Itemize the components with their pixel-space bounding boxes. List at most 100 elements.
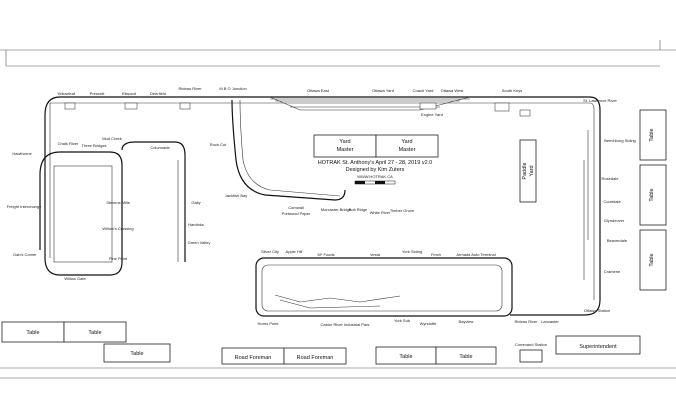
table-bottom-left-2[interactable] (63, 321, 127, 343)
label-rosedale: Rosedale (602, 176, 620, 181)
label-freight-interchange: Freight Interchange (7, 204, 42, 209)
left-peninsula-outline (53, 165, 113, 263)
label-beechburg-siding: Beechburg Siding (604, 138, 636, 143)
label-hawthorne: Hawthorne (12, 151, 32, 156)
label-coach-yard: Coach Yard (413, 88, 434, 93)
label-morcaster-bridge: Morcaster Bridge (321, 207, 352, 212)
label-pine-point: Pine Point (109, 256, 128, 261)
superintendent-box[interactable] (555, 335, 641, 355)
label-rideau-river: Rideau River (178, 86, 202, 91)
command-station-box[interactable] (519, 349, 543, 363)
inner-loop-inner (261, 264, 503, 312)
top-structures (64, 102, 531, 117)
label-rideau-river-2: Rideau River (514, 319, 538, 324)
label-horns-point: Horns Point (258, 321, 280, 326)
label-vesta: Vesta (370, 252, 381, 257)
table-bottom-mid-2-label: Table (459, 354, 472, 360)
paddle-yard-line1: Paddle (522, 162, 528, 179)
table-right-3[interactable] (639, 229, 667, 291)
label-ottawa-station: Ottawa Station (584, 308, 610, 313)
label-three-bridges: Three Bridges (81, 143, 106, 148)
table-right-1[interactable] (639, 109, 667, 161)
label-south-keys: South Keys (502, 88, 522, 93)
road-foreman-1-label: Road Foreman (235, 355, 272, 361)
table-bottom-left-1-label: Table (26, 330, 39, 336)
label-courtdale: Courtdale (603, 199, 621, 204)
label-colonnade: Colonnade (150, 145, 170, 150)
label-armada-auto-terminal: Armada Auto Terminal (456, 252, 495, 257)
right-sidings (583, 130, 589, 280)
label-st-lawrence-river: St. Lawrence River (583, 98, 617, 103)
label-ottawa-east: Ottawa East (307, 88, 330, 93)
road-foreman-2-label: Road Foreman (297, 355, 334, 361)
label-hardinks: Hardinks (188, 222, 204, 227)
label-cramerie: Cramerie (604, 269, 621, 274)
label-galty: Galty (191, 200, 200, 205)
label-beaverdale: Beaverdale (607, 238, 628, 243)
jackfish-track-2 (239, 99, 341, 197)
paddle-yard-line2: Yard (529, 165, 535, 176)
table-right-2[interactable] (639, 164, 667, 226)
label-prescott: Prescott (90, 91, 106, 96)
table-bottom-mid-2[interactable] (435, 346, 497, 365)
title-line2: Designed by Kim Zuters (346, 167, 405, 173)
label-green-valley: Green Valley (188, 240, 211, 245)
label-rock-cut: Rock Cut (210, 142, 227, 147)
inner-loop-track (255, 257, 513, 317)
paddle-yard-box (519, 139, 537, 203)
road-foreman-2[interactable] (283, 347, 347, 365)
title-line1: HOTRAK St. Anthony's April 27 - 28, 2019… (318, 160, 432, 166)
label-cornwall: Cornwall (288, 205, 304, 210)
table-right-3-label: Table (649, 253, 655, 266)
label-stevens-mills: Stevens Mills (106, 200, 130, 205)
label-yellowleaf: Yellowleaf (57, 91, 76, 96)
label-m-foods: M* Foods (317, 252, 334, 257)
main-line-track (44, 96, 601, 316)
yard-master-right-box (375, 134, 439, 158)
inner-yard (274, 294, 401, 309)
label-ottawa-yard: Ottawa Yard (372, 88, 394, 93)
label-portwood-paper: Portwood Paper (282, 211, 311, 216)
label-castor-river-industrial-park: Castor River Industrial Park (321, 322, 370, 327)
label-mbo-junction: M B O Junction (219, 86, 246, 91)
label-york-sub: York Sub (394, 318, 411, 323)
label-lancaster: Lancaster (541, 319, 559, 324)
yard-master-left-line2: Master (337, 147, 354, 153)
label-white-river: White River (370, 210, 391, 215)
label-bayview: Bayview (459, 319, 474, 324)
superintendent-label: Superintendent (579, 344, 617, 350)
command-station-label: Command Station (515, 342, 547, 347)
label-finch: Finch (431, 252, 441, 257)
table-right-2-label: Table (649, 188, 655, 201)
label-willows-crossing: Willow's Crossing (102, 226, 133, 231)
label-silver-city: Silver City (261, 249, 279, 254)
label-willow-gate: Willow Gate (64, 276, 86, 281)
main-line-inner (49, 102, 595, 300)
label-apple-hill: Apple Hill (286, 249, 303, 254)
table-bottom-left-2-label: Table (88, 330, 101, 336)
label-timber-grove: Timber Grove (390, 208, 415, 213)
jackfish-track (231, 99, 346, 201)
label-chalk-river: Chalk River (58, 141, 79, 146)
label-glyndeover: Glyndeover (604, 218, 625, 223)
left-peninsula-track (39, 151, 61, 250)
table-bottom-mid-1-label: Table (399, 354, 412, 360)
yard-master-right-line1: Yard (401, 139, 412, 145)
scale-bar (354, 180, 396, 185)
label-ottawa-west: Ottawa West (441, 88, 465, 93)
ottawa-yard (269, 96, 471, 111)
label-jackfish-bay: Jackfish Bay (225, 193, 247, 198)
label-mud-creek: Mud Creek (102, 136, 122, 141)
label-wyndoffe: Wyndoffe (420, 321, 438, 326)
title-line3: WWW.HOTRAK.CA (357, 174, 393, 179)
yard-master-left-line1: Yard (339, 139, 350, 145)
label-engine-yard: Engine Yard (421, 112, 443, 117)
table-bottom-left-3[interactable] (103, 343, 171, 363)
label-bolt-ridge: Bolt Ridge (349, 207, 368, 212)
yard-master-right-line2: Master (399, 147, 416, 153)
center-branch-track (121, 141, 186, 262)
table-bottom-left-3-label: Table (130, 351, 143, 357)
label-drabs-corner: Dab's Corner (13, 252, 37, 257)
label-deerfield: Deerfield (150, 91, 166, 96)
label-ellwood: Ellwood (122, 91, 136, 96)
